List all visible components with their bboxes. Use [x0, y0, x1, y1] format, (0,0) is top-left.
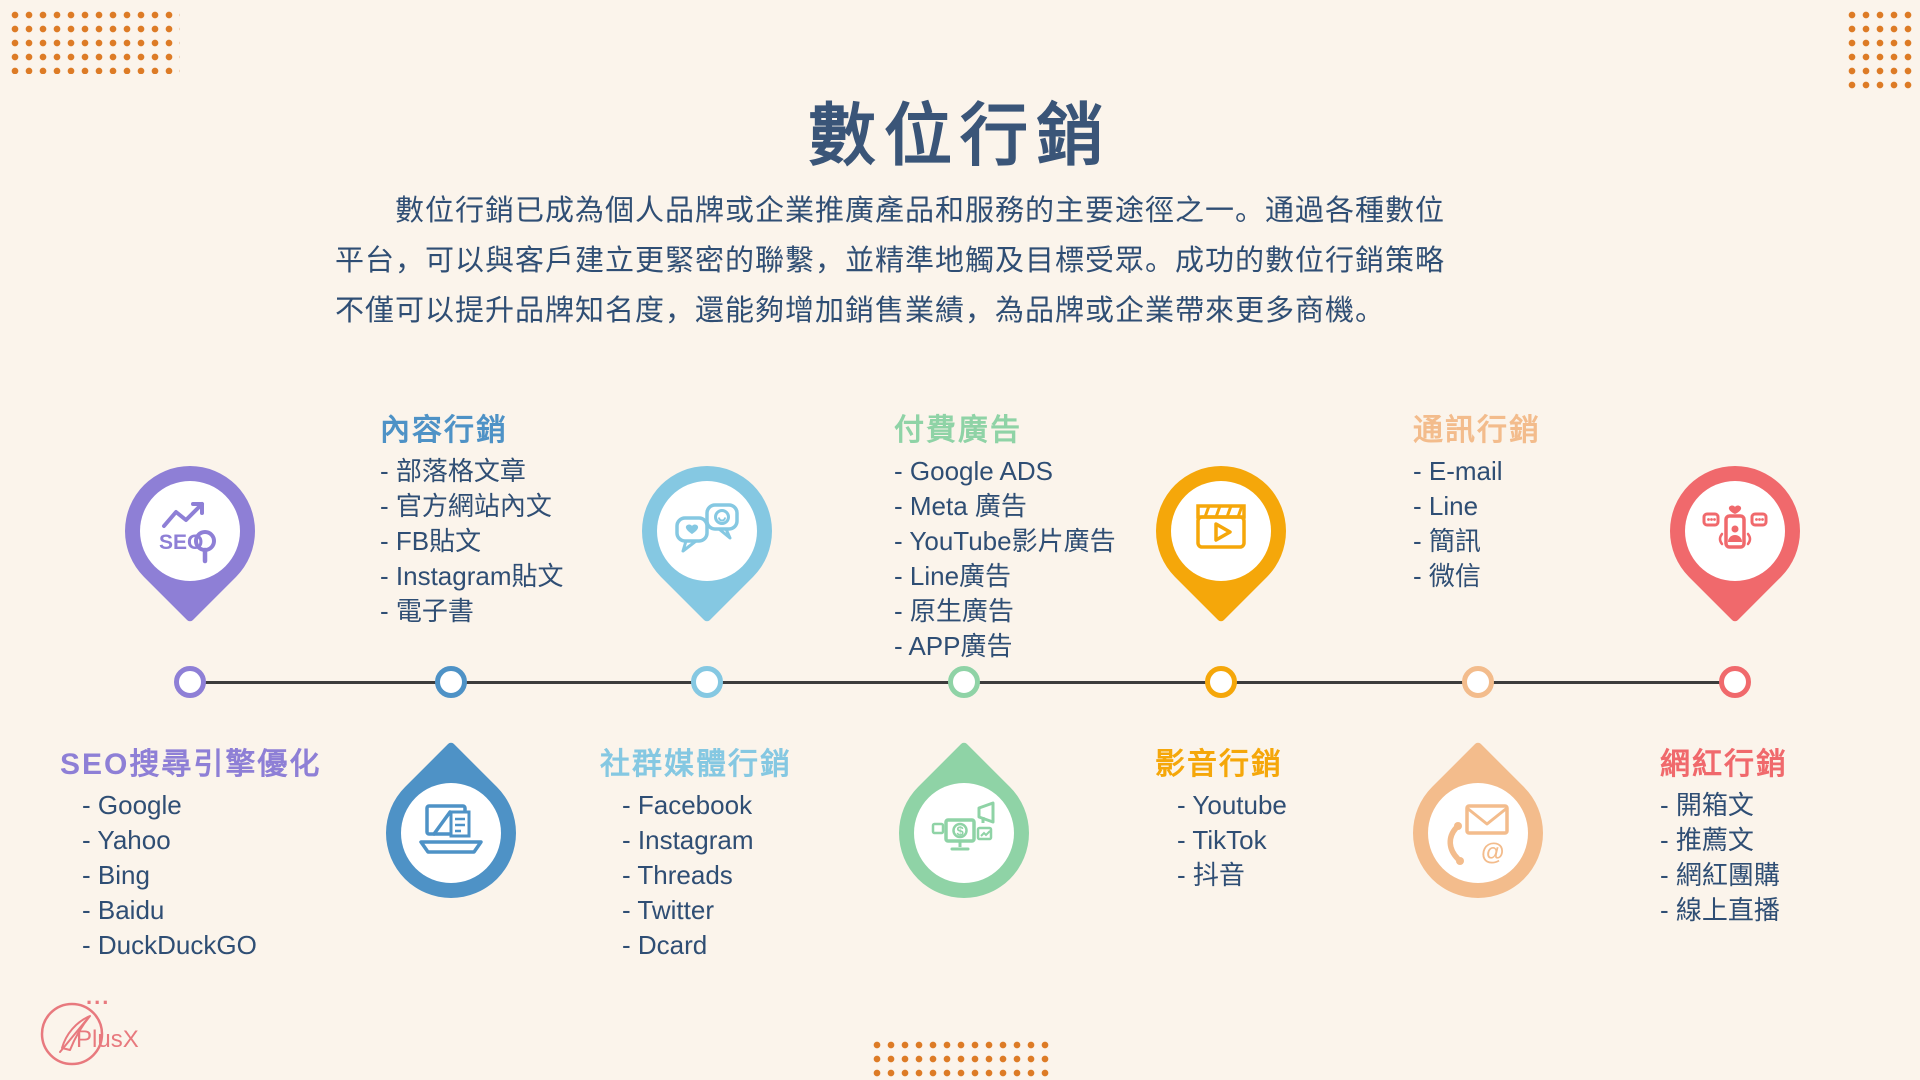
list-item: - 部落格文章 [380, 456, 526, 486]
pin-messaging-marketing: @ [1386, 741, 1570, 925]
timeline-dot-social [691, 666, 723, 698]
node-list: - Google ADS - Meta 廣告 - YouTube影片廣告 - L… [894, 454, 1116, 664]
list-item: - Line廣告 [894, 561, 1012, 591]
logo-text: PlusX [76, 1026, 139, 1053]
phone-mail-icon: @ [1447, 804, 1509, 866]
node-title: 付費廣告 [894, 414, 1022, 447]
chat-bubbles-icon [675, 503, 739, 553]
label-messaging-marketing: 通訊行銷 - E-mail - Line - 簡訊 - 微信 [1413, 412, 1541, 594]
quill-circle-icon [40, 1002, 104, 1066]
node-list: - E-mail - Line - 簡訊 - 微信 [1413, 454, 1541, 594]
pin-core [401, 783, 501, 883]
timeline-dot-video [1205, 666, 1237, 698]
list-item: - Baidu [82, 895, 165, 925]
pin-video-marketing [1129, 439, 1313, 623]
list-item: - 推薦文 [1660, 825, 1754, 855]
list-item: - 抖音 [1177, 860, 1245, 890]
video-clapper-icon [1196, 504, 1246, 549]
page-title: 數位行銷 [807, 98, 1112, 174]
plusx-logo: ... PlusX [34, 984, 154, 1074]
pin-influencer-marketing [1643, 439, 1827, 623]
pin-content-marketing [359, 741, 543, 925]
label-social-media: 社群媒體行銷 - Facebook - Instagram - Threads … [600, 746, 792, 963]
pin-paid-ads: $ [872, 741, 1056, 925]
dot-pattern-top-right [1845, 8, 1917, 92]
list-item: - 電子書 [380, 596, 474, 626]
list-item: - DuckDuckGO [82, 930, 257, 960]
list-item: - 開箱文 [1660, 790, 1754, 820]
dot-pattern-top-left [8, 8, 180, 74]
list-item: - Instagram貼文 [380, 561, 564, 591]
list-item: - 網紅團購 [1660, 860, 1780, 890]
list-item: - E-mail [1413, 456, 1503, 486]
list-item: - Facebook [622, 790, 753, 820]
laptop-content-icon [419, 804, 483, 854]
list-item: - Meta 廣告 [894, 491, 1027, 521]
timeline-dot-messaging [1462, 666, 1494, 698]
ads-monitor-icon: $ [931, 801, 995, 851]
list-item: - 原生廣告 [894, 596, 1014, 626]
logo-dots: ... [86, 984, 111, 1009]
list-item: - TikTok [1177, 825, 1267, 855]
node-title: SEO搜尋引擎優化 [60, 748, 322, 781]
label-content-marketing: 內容行銷 - 部落格文章 - 官方網站內文 - FB貼文 - Instagram… [380, 412, 564, 629]
svg-text:SEO: SEO [159, 531, 203, 554]
influencer-phone-icon [1702, 505, 1768, 549]
pin-seo: SEO [98, 439, 282, 623]
node-title: 通訊行銷 [1413, 414, 1541, 447]
list-item: - YouTube影片廣告 [894, 526, 1116, 556]
node-list: - Facebook - Instagram - Threads - Twitt… [600, 788, 792, 963]
intro-paragraph: 數位行銷已成為個人品牌或企業推廣產品和服務的主要途徑之一。通過各種數位 平台，可… [335, 186, 1595, 336]
label-video-marketing: 影音行銷 - Youtube - TikTok - 抖音 [1155, 746, 1287, 893]
label-seo: SEO搜尋引擎優化 - Google - Yahoo - Bing - Baid… [60, 746, 321, 963]
seo-icon: SEO [159, 502, 216, 564]
svg-text:@: @ [1481, 839, 1504, 866]
node-list: - Youtube - TikTok - 抖音 [1155, 788, 1287, 893]
label-paid-ads: 付費廣告 - Google ADS - Meta 廣告 - YouTube影片廣… [894, 412, 1116, 664]
list-item: - Twitter [622, 895, 714, 925]
node-list: - Google - Yahoo - Bing - Baidu - DuckDu… [60, 788, 321, 963]
list-item: - Instagram [622, 825, 754, 855]
list-item: - Threads [622, 860, 733, 890]
node-title: 網紅行銷 [1660, 748, 1788, 781]
list-item: - Bing [82, 860, 150, 890]
node-title: 內容行銷 [380, 414, 508, 447]
dot-pattern-bottom-center [870, 1038, 1054, 1080]
list-item: - Google ADS [894, 456, 1053, 486]
node-title: 影音行銷 [1155, 748, 1283, 781]
list-item: - Line [1413, 491, 1479, 521]
list-item: - 線上直播 [1660, 895, 1780, 925]
intro-line: 數位行銷已成為個人品牌或企業推廣產品和服務的主要途徑之一。通過各種數位 [395, 195, 1446, 227]
list-item: - APP廣告 [894, 631, 1013, 661]
pin-core: SEO [140, 481, 240, 581]
intro-line: 平台，可以與客戶建立更緊密的聯繫，並精準地觸及目標受眾。成功的數位行銷策略 [335, 245, 1446, 277]
pin-core [1171, 481, 1271, 581]
list-item: - Yahoo [82, 825, 171, 855]
label-influencer-marketing: 網紅行銷 - 開箱文 - 推薦文 - 網紅團購 - 線上直播 [1660, 746, 1788, 928]
pin-core: @ [1428, 783, 1528, 883]
node-list: - 開箱文 - 推薦文 - 網紅團購 - 線上直播 [1660, 788, 1788, 928]
list-item: - Youtube [1177, 790, 1287, 820]
timeline-dot-content [435, 666, 467, 698]
timeline-dot-paid-ads [948, 666, 980, 698]
list-item: - Google [82, 790, 182, 820]
timeline-dot-seo [174, 666, 206, 698]
pin-core [1685, 481, 1785, 581]
pin-core [657, 481, 757, 581]
node-title: 社群媒體行銷 [600, 748, 792, 781]
list-item: - Dcard [622, 930, 708, 960]
svg-text:$: $ [957, 824, 965, 839]
list-item: - 簡訊 [1413, 526, 1481, 556]
list-item: - 微信 [1413, 561, 1481, 591]
list-item: - FB貼文 [380, 526, 482, 556]
pin-social-media [615, 439, 799, 623]
pin-core: $ [914, 783, 1014, 883]
intro-line: 不僅可以提升品牌知名度，還能夠增加銷售業績，為品牌或企業帶來更多商機。 [335, 295, 1386, 327]
timeline-dot-influencer [1719, 666, 1751, 698]
list-item: - 官方網站內文 [380, 491, 552, 521]
node-list: - 部落格文章 - 官方網站內文 - FB貼文 - Instagram貼文 - … [380, 454, 564, 629]
